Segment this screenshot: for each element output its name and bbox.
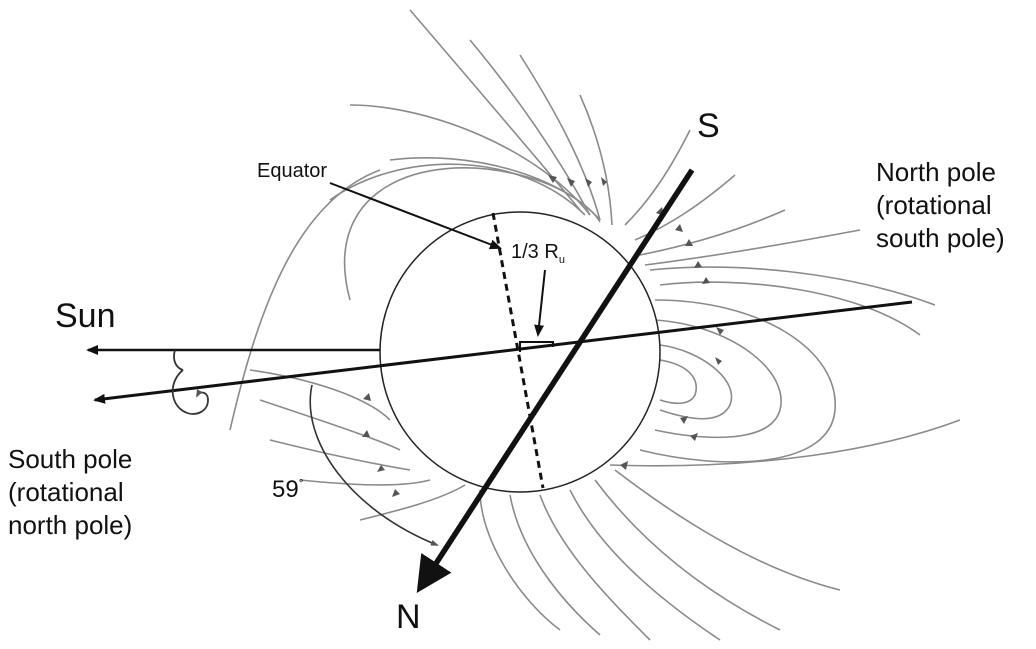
rotation-curl-icon [173, 349, 184, 371]
field-arrowhead [675, 224, 683, 232]
field-line [343, 167, 601, 301]
field-line [624, 129, 691, 226]
offset-bracket [519, 341, 554, 352]
south-pole-line-3: north pole) [8, 510, 132, 540]
field-line [659, 281, 921, 336]
field-arrowhead [362, 430, 370, 437]
field-line [269, 439, 411, 471]
field-line [654, 319, 782, 439]
field-line [614, 469, 841, 591]
south-pole-line-1: South pole [8, 444, 132, 474]
field-arrowhead [620, 461, 628, 470]
field-line [249, 369, 391, 421]
north-pole-line-1: North pole [876, 157, 996, 187]
angle-unit: ° [299, 476, 304, 490]
field-arrowhead [690, 433, 698, 441]
north-pole-label: North pole (rotational south pole) [876, 157, 1005, 253]
field-arrowhead [377, 465, 385, 472]
equator-label: Equator [257, 160, 327, 182]
radius-label-main: 1/3 R [511, 241, 559, 263]
field-arrowhead [702, 277, 710, 284]
field-line [509, 494, 601, 636]
field-arrowhead [548, 175, 557, 183]
sun-label: Sun [55, 297, 116, 335]
field-line [479, 489, 561, 631]
field-line [639, 209, 786, 256]
south-magnetic-pole-label: S [697, 107, 720, 145]
field-line [299, 479, 431, 486]
field-line [609, 419, 961, 467]
field-line [579, 94, 613, 226]
radius-pointer [534, 269, 546, 337]
north-pole-line-3: south pole) [876, 223, 1005, 253]
field-arrowhead [601, 177, 607, 186]
field-line [469, 39, 591, 216]
field-arrowhead [694, 261, 702, 268]
rotation-axis [93, 300, 913, 404]
field-arrowhead [685, 239, 693, 246]
field-arrowhead [392, 489, 400, 497]
north-pole-line-2: (rotational [876, 190, 992, 220]
field-arrowhead [715, 357, 722, 365]
field-arrowhead [363, 393, 371, 401]
field-line [329, 163, 586, 216]
field-line [634, 174, 736, 241]
field-line [644, 229, 861, 266]
field-arrowhead [585, 178, 592, 187]
south-pole-label: South pole (rotational north pole) [8, 444, 132, 540]
field-line [569, 489, 721, 641]
angle-value: 59 [272, 476, 299, 503]
south-pole-line-2: (rotational [8, 477, 124, 507]
field-arrowhead [680, 416, 688, 424]
field-line [349, 104, 591, 216]
equator-pointer [329, 182, 502, 250]
field-line [594, 479, 781, 631]
field-line [229, 169, 381, 431]
radius-label-subscript: u [559, 254, 565, 266]
rotation-curl-icon [171, 369, 209, 415]
field-line [519, 54, 601, 221]
radius-label: 1/3 Ru [511, 241, 565, 266]
angle-arc [309, 384, 439, 546]
field-arrowheads [362, 175, 724, 497]
field-line [389, 157, 601, 221]
field-line [659, 344, 733, 420]
field-line [409, 9, 581, 211]
field-arrowhead [716, 327, 724, 335]
field-line [649, 266, 936, 306]
magnetic-field-lines [229, 9, 961, 641]
field-line [639, 299, 836, 463]
field-line [539, 494, 651, 641]
angle-label: 59° [272, 476, 304, 503]
field-arrowhead [567, 178, 575, 187]
field-line [659, 359, 697, 405]
magnetic-axis [416, 168, 695, 594]
north-magnetic-pole-label: N [396, 598, 421, 636]
field-line [359, 484, 466, 521]
equator-line [491, 212, 545, 489]
field-line [259, 399, 401, 451]
